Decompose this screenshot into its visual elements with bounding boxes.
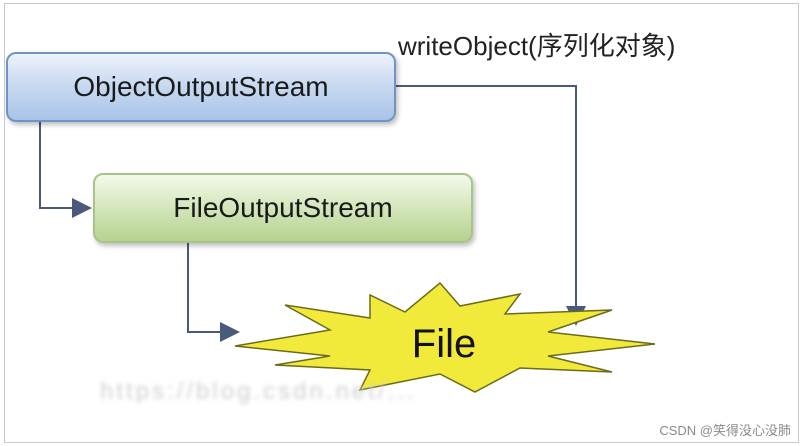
arrow-writeobject-to-file (396, 85, 586, 326)
arrow-oos-to-fos (39, 122, 92, 218)
arrow-fos-to-file (187, 243, 240, 342)
object-output-stream-label: ObjectOutputStream (73, 71, 329, 102)
object-output-stream-box: ObjectOutputStream (6, 52, 396, 122)
source-credit: CSDN @笑得没心没肺 (659, 423, 791, 438)
blurred-watermark: https://blog.csdn.net/... (100, 378, 417, 405)
file-burst-shape (234, 281, 656, 393)
file-output-stream-box: FileOutputStream (93, 173, 473, 243)
file-output-stream-label: FileOutputStream (173, 192, 393, 223)
image-border (4, 3, 799, 443)
write-object-label: writeObject(序列化对象) (398, 31, 676, 61)
file-label: File (411, 322, 477, 366)
